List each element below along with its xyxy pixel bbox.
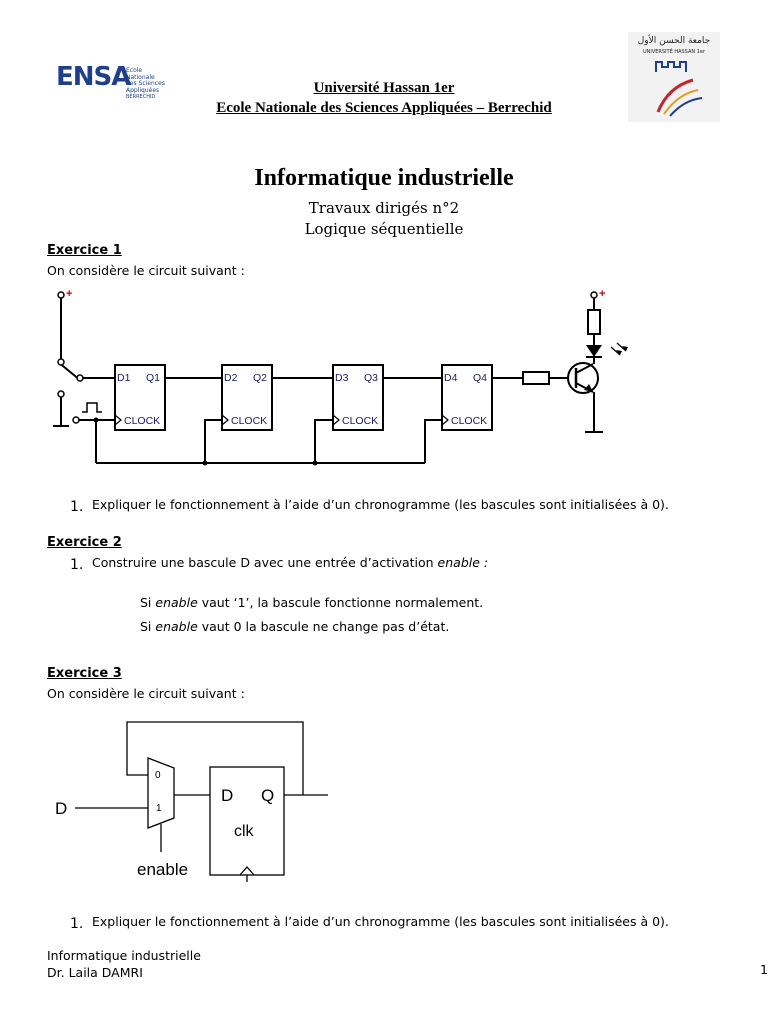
left-supply-terminal bbox=[57, 291, 65, 299]
clk-triangle-4 bbox=[441, 414, 449, 426]
led-ray-arrow-2 bbox=[622, 346, 628, 351]
right-supply-terminal bbox=[590, 291, 598, 299]
led-ray-arrow-1 bbox=[616, 350, 622, 355]
exercise1-item: 1. Expliquer le fonctionnement à l’aide … bbox=[70, 496, 669, 515]
left-plus-sign: + bbox=[66, 288, 72, 300]
dff1-q-label: Q1 bbox=[146, 372, 160, 384]
dff-box bbox=[209, 766, 285, 876]
exercise3-heading: Exercice 3 bbox=[47, 666, 122, 681]
transistor-collector bbox=[575, 363, 594, 374]
right-plus-sign: + bbox=[599, 288, 605, 300]
transistor-body bbox=[567, 362, 599, 394]
clk-triangle-3 bbox=[332, 414, 340, 426]
led-ray-1 bbox=[610, 346, 621, 356]
mux-input-0-label: 0 bbox=[155, 770, 161, 781]
dff3-clock-label: CLOCK bbox=[342, 415, 378, 427]
emitter-arrow bbox=[584, 384, 593, 392]
exercise2-heading: Exercice 2 bbox=[47, 535, 122, 550]
exercise2-item: 1. Construire une bascule D avec une ent… bbox=[70, 554, 488, 573]
exercise1-heading: Exercice 1 bbox=[47, 243, 122, 258]
junction-dot-1 bbox=[93, 417, 99, 423]
exercise2-condition-2: Si enable vaut 0 la bascule ne change pa… bbox=[140, 619, 450, 634]
university-name: Université Hassan 1er bbox=[313, 80, 455, 96]
exercise2-item-text: Construire une bascule D avec une entrée… bbox=[92, 555, 489, 570]
dff4-q-label: Q4 bbox=[473, 372, 487, 384]
footer-course: Informatique industrielle bbox=[47, 948, 201, 963]
exercise3-item-number: 1. bbox=[70, 916, 84, 932]
dff-d-label: D bbox=[221, 786, 233, 805]
dff2-q-label: Q2 bbox=[253, 372, 267, 384]
dff4-d-label: D4 bbox=[444, 372, 458, 384]
enable-label: enable bbox=[137, 860, 188, 879]
clock-branch-4 bbox=[424, 419, 442, 463]
page-title: Informatique industrielle bbox=[254, 165, 514, 191]
exercise1-intro: On considère le circuit suivant : bbox=[47, 263, 245, 278]
d-input-label: D bbox=[55, 799, 67, 818]
ensa-logo-text: ENSA bbox=[56, 62, 131, 92]
dff3-box bbox=[332, 364, 384, 431]
dff2-box bbox=[221, 364, 273, 431]
dff3-q-label: Q3 bbox=[364, 372, 378, 384]
clock-source-terminal bbox=[72, 416, 80, 424]
dff3-d-label: D3 bbox=[335, 372, 349, 384]
exercise1-circuit-diagram: D1 Q1 CLOCK D2 Q2 CLOCK D3 Q3 CLOCK D4 Q… bbox=[53, 288, 628, 466]
exercise2-item-number: 1. bbox=[70, 557, 84, 573]
university-logo-latin: UNIVERSITÉ HASSAN 1er bbox=[642, 49, 706, 55]
led-resistor bbox=[587, 309, 601, 335]
school-name: Ecole Nationale des Sciences Appliquées … bbox=[216, 100, 552, 116]
dff2-d-label: D2 bbox=[224, 372, 238, 384]
dff1-box bbox=[114, 364, 166, 431]
dff2-clock-label: CLOCK bbox=[231, 415, 267, 427]
led-ray-2 bbox=[616, 342, 627, 352]
dff-clk-label: clk bbox=[234, 823, 255, 840]
footer-author: Dr. Laila DAMRI bbox=[47, 965, 143, 980]
clock-branch-3 bbox=[314, 419, 333, 463]
clock-pulse-symbol bbox=[82, 402, 102, 413]
university-emblem bbox=[655, 61, 703, 117]
switch-pivot bbox=[57, 358, 65, 366]
dff1-d-label: D1 bbox=[117, 372, 131, 384]
dff-q-label: Q bbox=[261, 786, 274, 805]
exercise3-item: 1. Expliquer le fonctionnement à l’aide … bbox=[70, 913, 669, 932]
dff4-box bbox=[441, 364, 493, 431]
switch-contact-lower bbox=[57, 390, 65, 398]
university-logo-arabic: جامعة الحسن الأول bbox=[637, 36, 711, 46]
led-triangle bbox=[586, 345, 602, 357]
mux-input-1-label: 1 bbox=[156, 803, 162, 814]
ensa-logo-small: Ecole Nationale des Sciences Appliquées … bbox=[126, 67, 165, 100]
exercise3-intro: On considère le circuit suivant : bbox=[47, 686, 245, 701]
dff1-clock-label: CLOCK bbox=[124, 415, 160, 427]
page-subtitle-topic: Logique séquentielle bbox=[304, 220, 464, 238]
clk-triangle-2 bbox=[221, 414, 229, 426]
clock-branch-2 bbox=[204, 419, 222, 463]
dff-clk-triangle bbox=[239, 866, 255, 876]
exercise2-condition-1: Si enable vaut ‘1’, la bascule fonctionn… bbox=[140, 595, 484, 610]
page-number: 1 bbox=[760, 962, 768, 977]
base-resistor bbox=[522, 371, 550, 385]
exercise3-item-text: Expliquer le fonctionnement à l’aide d’u… bbox=[92, 914, 669, 929]
feedback-wire bbox=[126, 721, 304, 795]
page-subtitle-td: Travaux dirigés n°2 bbox=[308, 199, 460, 217]
exercise3-circuit-diagram: 0 1 D D Q clk enable bbox=[55, 721, 328, 882]
exercise1-item-text: Expliquer le fonctionnement à l’aide d’u… bbox=[92, 497, 669, 512]
clk-triangle-1 bbox=[114, 414, 122, 426]
mux-body bbox=[147, 757, 175, 829]
dff4-clock-label: CLOCK bbox=[451, 415, 487, 427]
exercise1-item-number: 1. bbox=[70, 499, 84, 515]
university-logo: جامعة الحسن الأول UNIVERSITÉ HASSAN 1er bbox=[628, 32, 720, 122]
ensa-logo: ENSA Ecole Nationale des Sciences Appliq… bbox=[56, 62, 171, 100]
switch-contact-upper bbox=[76, 374, 84, 382]
junction-dot-2 bbox=[202, 460, 208, 466]
junction-dot-3 bbox=[312, 460, 318, 466]
